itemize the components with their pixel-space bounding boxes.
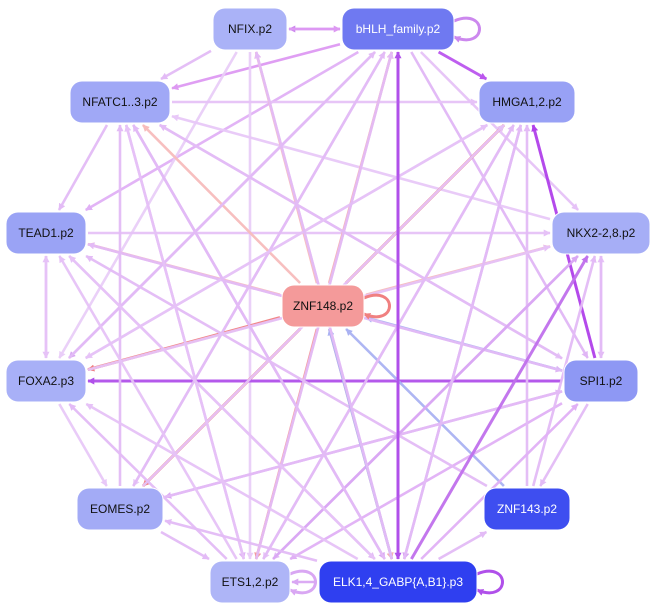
node-foxa[interactable]: FOXA2.p3	[5, 359, 87, 403]
node-label-nfatc: NFATC1..3.p2	[82, 95, 157, 109]
edge-elk-to-nkx	[410, 255, 589, 560]
node-tead[interactable]: TEAD1.p2	[5, 211, 87, 255]
node-znf148[interactable]: ZNF148.p2	[281, 284, 365, 328]
node-box-bhlh	[341, 7, 455, 51]
edge-elk-to-foxa	[85, 402, 359, 561]
node-label-tead: TEAD1.p2	[18, 226, 74, 240]
edge-ets-to-foxa	[68, 403, 228, 560]
edge-eomes-to-bhlh	[132, 51, 386, 487]
edge-elk-to-tead	[68, 255, 376, 560]
node-box-spi	[563, 359, 639, 403]
edge-eomes-to-spi	[164, 389, 563, 499]
edge-nfix-to-nfatc	[160, 49, 212, 81]
node-bhlh[interactable]: bHLH_family.p2	[341, 7, 455, 51]
node-box-foxa	[5, 359, 87, 403]
node-box-znf143	[483, 487, 571, 531]
edge-bhlh-to-hmga	[437, 50, 488, 81]
node-box-tead	[5, 211, 87, 255]
edge-elk-to-nfatc	[132, 124, 386, 560]
node-label-elk: ELK1,4_GABP{A,B1}.p3	[333, 575, 463, 589]
self-loops-layer	[289, 16, 504, 596]
edge-elk-to-hmga	[402, 124, 523, 560]
edge-bhlh-to-nfatc	[171, 42, 341, 91]
node-label-spi: SPI1.p2	[580, 374, 623, 388]
edge-eomes-to-ets	[160, 530, 210, 561]
edge-elk-to-znf143	[437, 530, 488, 561]
node-label-nkx: NKX2-2,8.p2	[567, 226, 636, 240]
node-label-znf148: ZNF148.p2	[293, 299, 353, 313]
self-loop-znf148	[363, 293, 391, 320]
node-box-nfix	[212, 7, 288, 51]
node-label-hmga: HMGA1,2.p2	[492, 95, 562, 109]
node-box-znf148	[281, 284, 365, 328]
self-loop-elk	[476, 569, 504, 596]
self-loop-bhlh	[453, 16, 481, 43]
edge-znf143-to-tead	[85, 254, 488, 488]
node-label-znf143: ZNF143.p2	[497, 502, 557, 516]
edge-foxa-to-hmga	[85, 123, 488, 360]
node-ets[interactable]: ETS1,2.p2	[209, 560, 291, 604]
node-spi[interactable]: SPI1.p2	[563, 359, 639, 403]
node-box-hmga	[478, 80, 576, 124]
node-box-eomes	[76, 487, 164, 531]
node-hmga[interactable]: HMGA1,2.p2	[478, 80, 576, 124]
node-label-eomes: EOMES.p2	[90, 502, 150, 516]
node-label-ets: ETS1,2.p2	[222, 575, 279, 589]
edge-elk-to-spi	[420, 403, 579, 560]
edge-spi-to-znf143	[539, 403, 589, 487]
edge-ets-to-tead	[58, 255, 238, 560]
node-elk[interactable]: ELK1,4_GABP{A,B1}.p3	[318, 560, 478, 604]
self-loop-ets	[289, 569, 317, 596]
edge-elk-to-eomes	[164, 519, 318, 562]
edge-nfatc-to-tead	[57, 124, 109, 211]
node-label-nfix: NFIX.p2	[228, 22, 272, 36]
node-label-foxa: FOXA2.p3	[18, 374, 74, 388]
node-nfix[interactable]: NFIX.p2	[212, 7, 288, 51]
node-znf143[interactable]: ZNF143.p2	[483, 487, 571, 531]
edge-spi-to-nfatc	[159, 123, 563, 360]
node-box-ets	[209, 560, 291, 604]
edge-ets-to-nfatc	[124, 124, 246, 560]
node-nkx[interactable]: NKX2-2,8.p2	[551, 211, 651, 255]
node-box-nfatc	[69, 80, 171, 124]
edge-foxa-to-eomes	[58, 403, 108, 487]
edge-ets-to-hmga	[262, 124, 515, 560]
node-nfatc[interactable]: NFATC1..3.p2	[69, 80, 171, 124]
node-label-bhlh: bHLH_family.p2	[356, 22, 441, 36]
node-box-nkx	[551, 211, 651, 255]
node-eomes[interactable]: EOMES.p2	[76, 487, 164, 531]
node-box-elk	[318, 560, 478, 604]
